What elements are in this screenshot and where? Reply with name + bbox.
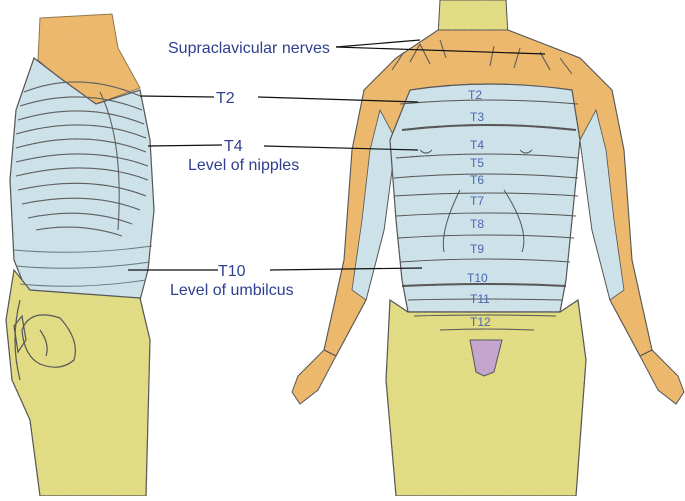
right-hand: [639, 349, 685, 405]
side-thoracic-region: [9, 57, 155, 301]
nipples: [419, 149, 533, 154]
side-view-torso: [5, 13, 155, 497]
segment-t12: T12: [470, 315, 491, 329]
supraclavicular-nerve-branches: [391, 39, 573, 75]
segment-t8: T8: [470, 217, 484, 231]
side-lumbar-region: [5, 268, 151, 497]
leader-lines: [128, 39, 546, 271]
segment-t7: T7: [470, 194, 484, 208]
segment-t9: T9: [470, 242, 484, 256]
front-lumbar-region: [385, 298, 587, 497]
front-view-torso: [291, 0, 685, 497]
segment-t5: T5: [470, 156, 484, 170]
pelvis-bone: [13, 299, 76, 381]
front-dermatome-lines: [393, 99, 579, 331]
supraclavicular-nerves-label: Supraclavicular nerves: [168, 40, 330, 57]
front-inner-arm-right: [579, 108, 625, 301]
segment-t6: T6: [470, 173, 484, 187]
left-hand: [291, 349, 337, 405]
t2-label: T2: [216, 90, 235, 107]
t4-label: T4: [224, 138, 243, 155]
t10-label: T10: [218, 263, 246, 280]
rib-cage: [15, 81, 149, 237]
segment-t11: T11: [470, 292, 490, 306]
segment-t2: T2: [468, 88, 482, 102]
umbilicus-level-label: Level of umbilcus: [170, 282, 294, 299]
segment-t4: T4: [470, 138, 484, 152]
segment-t3: T3: [470, 110, 484, 124]
nipple-level-label: Level of nipples: [188, 157, 299, 174]
segment-labels: T2 T3 T4 T5 T6 T7 T8 T9 T10 T11 T12: [467, 88, 491, 329]
sacral-region: [469, 339, 503, 377]
side-dermatome-lines: [13, 245, 153, 287]
segment-t10: T10: [467, 271, 488, 285]
